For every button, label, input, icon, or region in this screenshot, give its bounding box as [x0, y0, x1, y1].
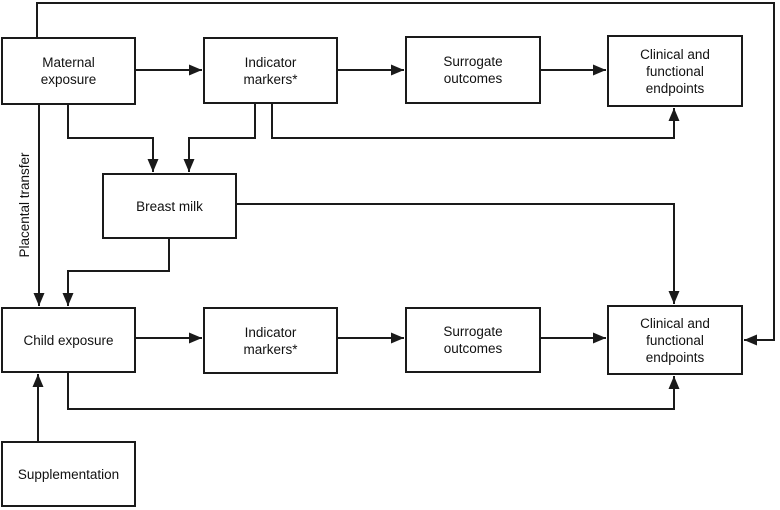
node-label: Maternal exposure	[40, 55, 97, 87]
node-label: Surrogate outcomes	[443, 324, 503, 356]
edge-indicator-markers-top-to-breast-milk	[183, 104, 256, 172]
edge-indicator-markers-top-to-clinical-endpoints-top	[271, 104, 680, 139]
node-supplementation: Supplementation	[1, 441, 136, 507]
node-label: Clinical and functional endpoints	[640, 46, 710, 96]
node-maternal-exposure: Maternal exposure	[1, 37, 136, 105]
node-label: Supplementation	[17, 466, 120, 482]
edge-breast-milk-to-clinical-endpoints-bottom	[237, 203, 680, 304]
node-label: Child exposure	[23, 332, 114, 348]
node-label: Breast milk	[136, 198, 203, 214]
node-label: Clinical and functional endpoints	[640, 315, 710, 365]
node-label: Indicator markers*	[243, 324, 298, 357]
node-child-exposure: Child exposure	[1, 307, 136, 373]
edge-maternal-exposure-to-breast-milk	[67, 105, 159, 172]
node-label: Indicator markers*	[243, 54, 298, 87]
node-surrogate-outcomes-bottom: Surrogate outcomes	[405, 307, 541, 373]
edge-child-exposure-to-clinical-endpoints-bottom	[67, 373, 680, 410]
node-label: Surrogate outcomes	[443, 54, 503, 86]
edge-breast-milk-to-child-exposure	[62, 239, 170, 306]
node-clinical-endpoints-top: Clinical and functional endpoints	[607, 35, 743, 107]
placental-transfer-label: Placental transfer	[17, 152, 32, 258]
node-breast-milk: Breast milk	[102, 173, 237, 239]
node-surrogate-outcomes-top: Surrogate outcomes	[405, 36, 541, 104]
edge-maternal-exposure-to-clinical-endpoints-bottom	[36, 2, 775, 346]
node-clinical-endpoints-bottom: Clinical and functional endpoints	[607, 305, 743, 375]
node-indicator-markers-top: Indicator markers*	[203, 37, 338, 104]
node-indicator-markers-bottom: Indicator markers*	[203, 307, 338, 374]
